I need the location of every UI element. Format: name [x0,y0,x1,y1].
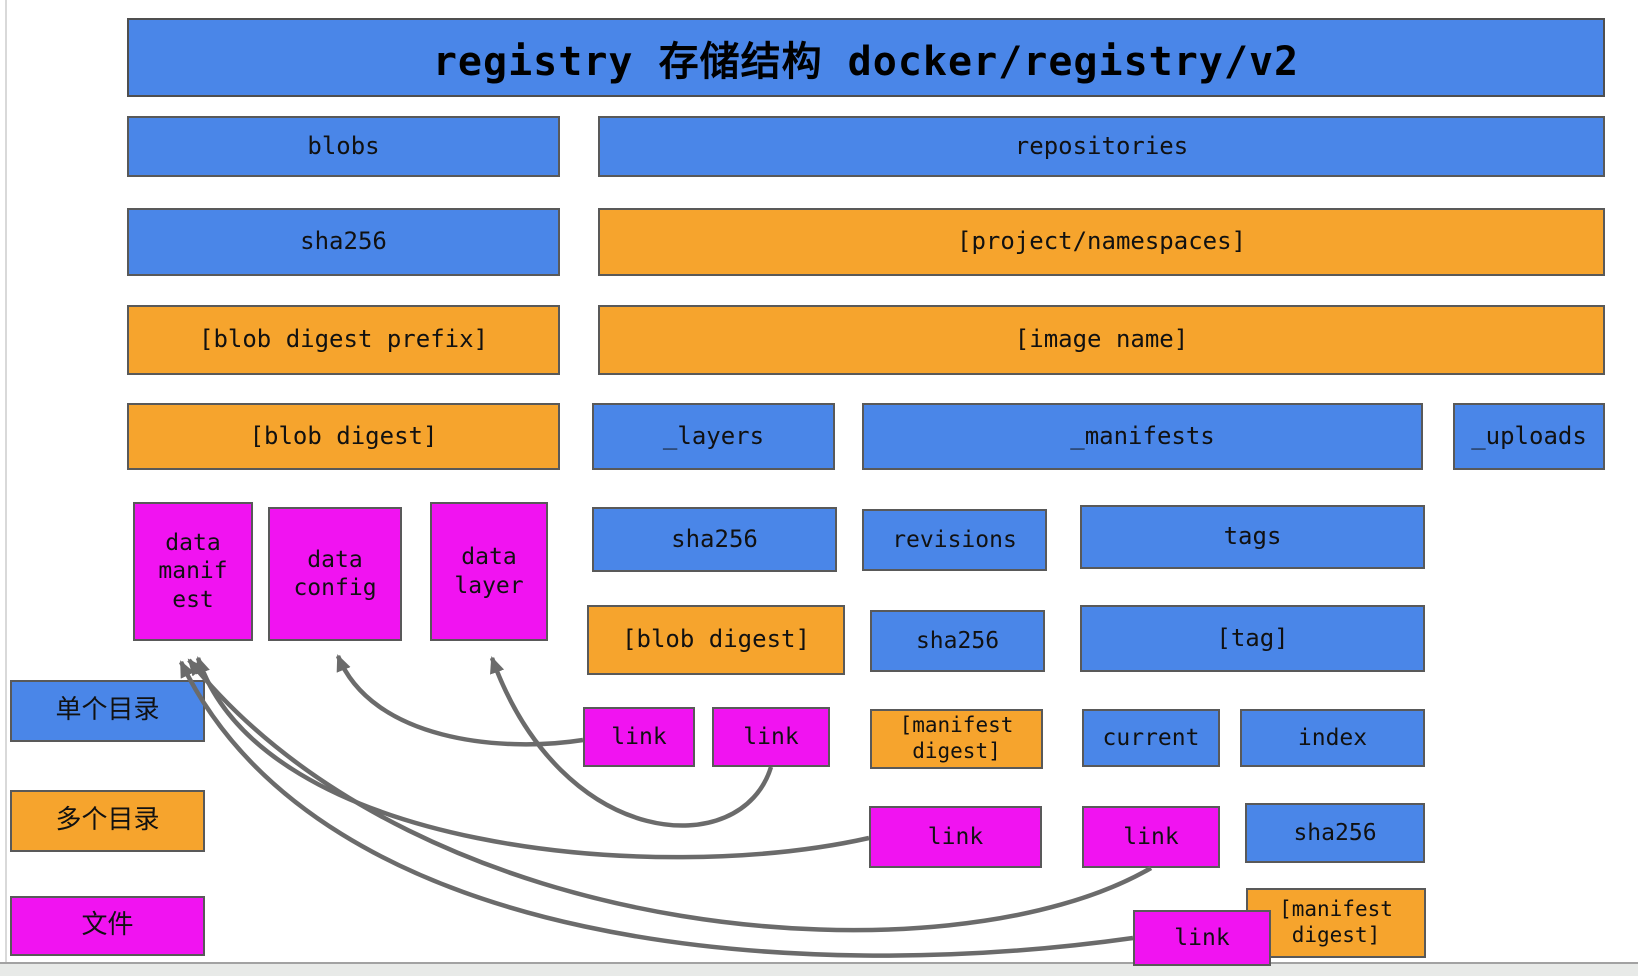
sha256-index: sha256 [1245,803,1425,863]
project-namespaces: [project/namespaces] [598,208,1605,276]
sha256-blobs: sha256 [127,208,560,276]
diagram-title: registry 存储结构 docker/registry/v2 [127,18,1605,97]
data-layer: data layer [430,502,548,641]
tag: [tag] [1080,605,1425,672]
data-config: data config [268,507,402,641]
revisions: revisions [862,509,1047,571]
manifests-dir: _manifests [862,403,1423,470]
legend-multi-dir: 多个目录 [10,790,205,852]
blob-digest-prefix: [blob digest prefix] [127,305,560,375]
manifest-digest-index: [manifest digest] [1246,888,1426,958]
link-revision: link [869,806,1042,868]
link-current: link [1082,806,1220,868]
legend-single-dir: 单个目录 [10,680,205,742]
uploads-dir: _uploads [1453,403,1605,470]
tags: tags [1080,505,1425,569]
sha256-layers: sha256 [592,507,837,572]
blob-digest-layers: [blob digest] [587,605,845,675]
link-layer-1: link [583,707,695,767]
repositories: repositories [598,116,1605,177]
blobs: blobs [127,116,560,177]
sha256-revisions: sha256 [870,610,1045,672]
index: index [1240,709,1425,767]
canvas-left-border [5,0,7,962]
layers-dir: _layers [592,403,835,470]
data-manifest: data manif est [133,502,253,641]
manifest-digest-revisions: [manifest digest] [870,709,1043,769]
canvas-bottom-strip [0,962,1638,976]
image-name: [image name] [598,305,1605,375]
arrow-link-layer-1-to-data-config [335,654,584,747]
legend-file: 文件 [10,896,205,956]
blob-digest: [blob digest] [127,403,560,470]
current: current [1082,709,1220,767]
link-index: link [1133,910,1271,966]
arrow-link-current-to-data-manifest [187,658,1153,933]
link-layer-2: link [712,707,830,767]
